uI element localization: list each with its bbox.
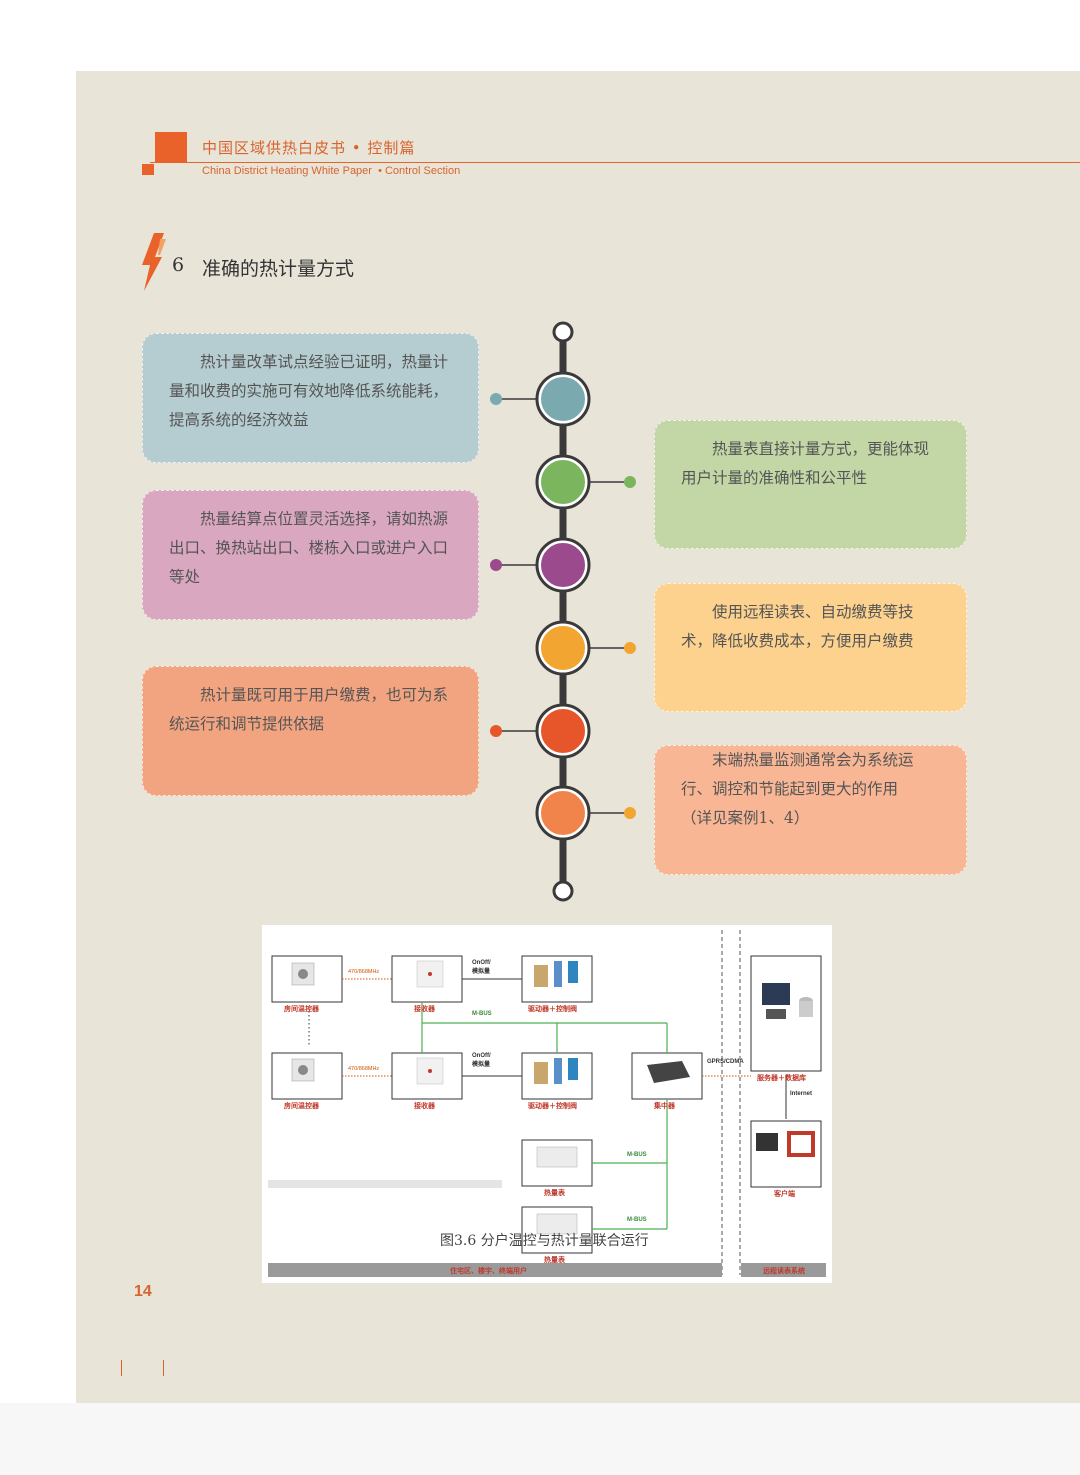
timeline-node-1 — [537, 373, 589, 425]
bottom-margin — [0, 1403, 1080, 1475]
label-receiver-2: 接收器 — [414, 1103, 435, 1110]
label-frequency-2: 470/868MHz — [348, 1066, 380, 1072]
zone-bar-left — [268, 1263, 722, 1277]
info-card-6-note: （详见案例1、4） — [681, 809, 810, 827]
connector-dot-6 — [624, 807, 636, 819]
info-card-3: 热计量既可用于用户缴费，也可为系统运行和调节提供依据 — [142, 666, 479, 796]
label-mbus-3: M-BUS — [627, 1217, 647, 1223]
section-title: 准确的热计量方式 — [202, 258, 355, 280]
page-number: 14 — [134, 1283, 152, 1300]
timeline-start-node — [552, 321, 574, 343]
header-decor-small-square — [142, 164, 154, 175]
label-concentrator: 集中器 — [654, 1103, 675, 1110]
header-decor-square — [155, 132, 187, 162]
label-receiver-1: 接收器 — [414, 1006, 435, 1013]
label-onoff-1: OnOff/ 模拟量 — [472, 960, 491, 975]
timeline-node-2 — [537, 456, 589, 508]
footer-tick-right — [163, 1360, 164, 1376]
info-card-2: 热量结算点位置灵活选择，请如热源出口、换热站出口、楼栋入口或进户入口等处 — [142, 490, 479, 620]
label-zone-left: 住宅区、楼宇、终端用户 — [450, 1268, 527, 1275]
zone-bar-right — [741, 1263, 826, 1277]
connector-dot-2 — [624, 476, 636, 488]
label-gprs-cdma: GPRS/CDMA — [707, 1059, 744, 1065]
footer-tick-left — [121, 1360, 122, 1376]
label-client: 客户端 — [774, 1191, 795, 1198]
label-heat-meter-1: 热量表 — [544, 1190, 565, 1197]
timeline-end-node — [552, 880, 574, 902]
label-room-controller-1: 房间温控器 — [284, 1006, 319, 1013]
timeline-node-3 — [537, 539, 589, 591]
info-card-4: 热量表直接计量方式，更能体现用户计量的准确性和公平性 — [654, 420, 967, 549]
info-card-6-text: 末端热量监测通常会为系统运行、调控和节能起到更大的作用 — [681, 751, 914, 798]
label-mbus-2: M-BUS — [627, 1152, 647, 1158]
connector-dot-5 — [490, 725, 502, 737]
label-zone-right: 远程读表系统 — [763, 1268, 805, 1275]
info-card-1: 热计量改革试点经验已证明，热量计量和收费的实施可有效地降低系统能耗，提高系统的经… — [142, 333, 479, 463]
timeline-node-4 — [537, 622, 589, 674]
label-heat-meter-2: 热量表 — [544, 1257, 565, 1264]
figure-system-diagram: 房间温控器 接收器 驱动器＋控制阀 房间温控器 接收器 驱动器＋控制阀 集中器 … — [262, 925, 832, 1283]
label-frequency-1: 470/868MHz — [348, 969, 380, 975]
timeline-node-6 — [537, 787, 589, 839]
header-title-cn: 中国区域供热白皮书 • 控制篇 — [202, 139, 416, 157]
label-mbus-1: M-BUS — [472, 1011, 492, 1017]
label-onoff-2: OnOff/ 模拟量 — [472, 1053, 491, 1068]
label-room-controller-2: 房间温控器 — [284, 1103, 319, 1110]
label-server: 服务器＋数据库 — [757, 1075, 806, 1082]
timeline — [490, 321, 636, 902]
info-card-5: 使用远程读表、自动缴费等技术，降低收费成本，方便用户缴费 — [654, 583, 967, 712]
timeline-node-5 — [537, 705, 589, 757]
label-actuator-1: 驱动器＋控制阀 — [528, 1006, 577, 1013]
connector-dot-3 — [490, 559, 502, 571]
figure-caption: 图3.6 分户温控与热计量联合运行 — [440, 1233, 649, 1249]
section-number: 6 — [172, 254, 185, 276]
lightning-icon — [142, 233, 166, 291]
header-title-en: China District Heating White Paper • Con… — [202, 165, 461, 177]
info-card-6: 末端热量监测通常会为系统运行、调控和节能起到更大的作用 （详见案例1、4） — [654, 745, 967, 875]
header-rule — [150, 162, 1080, 163]
label-actuator-2: 驱动器＋控制阀 — [528, 1103, 577, 1110]
connector-dot-4 — [624, 642, 636, 654]
label-internet: Internet — [790, 1091, 813, 1097]
connector-dot-1 — [490, 393, 502, 405]
